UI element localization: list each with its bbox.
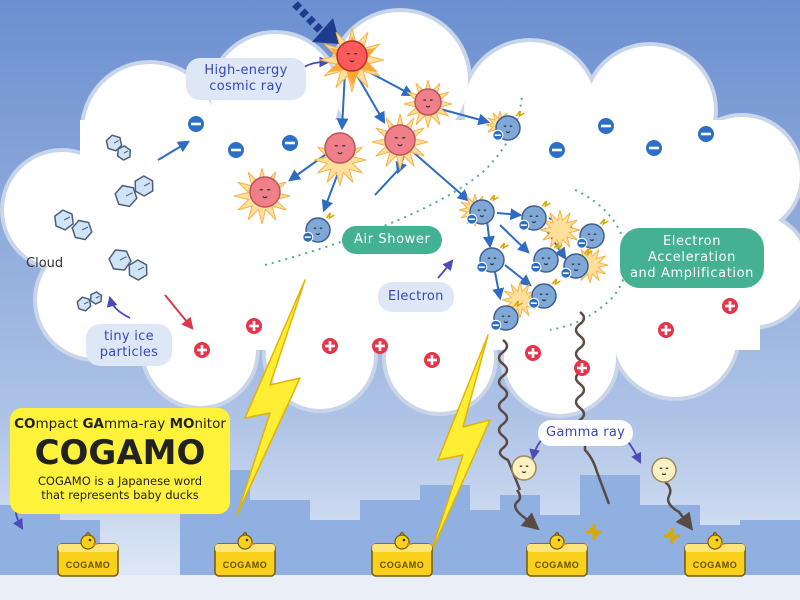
air-shower-label: Air Shower [342,226,443,254]
ice-crystal [105,134,132,161]
ice-crystal [76,291,103,312]
title-part: MO [169,416,195,432]
positive-charge [194,342,210,358]
ice-crystals [54,134,154,312]
cogamo-description-line2: that represents baby ducks [41,488,199,502]
cogamo-info-box: COmpact GAmma-ray MOnitor COGAMO COGAMO … [10,408,230,514]
detector-name: COGAMO [534,560,580,570]
positive-charge [372,338,388,354]
title-part: CO [14,416,36,432]
cloud-label: Cloud [26,256,64,271]
ice-crystal [114,175,154,208]
electron-acceleration-label: Electron Acceleration and Amplification [620,228,764,288]
incoming-ray-arrow [292,1,340,44]
cosmic-ray-label-line2: cosmic ray [209,79,283,94]
tiny-ice-label: tiny ice particles [86,324,172,366]
detector-name: COGAMO [379,560,425,570]
cogamo-detector [214,531,276,577]
gamma-ray-tail-right [664,481,694,531]
ice-crystal [54,209,93,241]
cogamo-title: COGAMO [34,433,206,473]
cogamo-full-name: COmpact GAmma-ray MOnitor [10,416,230,432]
title-part: mpact [35,416,83,432]
electron-particle [302,212,335,243]
tiny-ice-line1: tiny ice [104,329,154,344]
cogamo-detector [684,531,746,577]
charges [188,116,738,376]
electron-particle [518,200,551,231]
cosmic-ray-label-line1: High-energy [204,63,288,78]
electron-particle [528,278,561,309]
proton-particle [249,176,281,208]
positive-charge [246,318,262,334]
detectors [57,531,746,577]
positive-charge [525,345,541,361]
cosmic-ray-particle [336,40,368,72]
starburst [501,281,539,319]
positive-charge [722,298,738,314]
electron-particle [476,242,509,273]
positive-charge [658,322,674,338]
electron-particle [560,248,593,279]
gamma-photon [651,457,677,483]
cogamo-detector [526,531,588,577]
electron-acceleration-line1: Electron [662,234,722,249]
cogamo-detector [57,531,119,577]
title-part: GA [82,416,104,432]
title-part: mma-ray [104,416,170,432]
title-part: nitor [194,416,226,432]
detector-name: COGAMO [222,560,268,570]
cogamo-detector [371,531,433,577]
proton-particle [324,132,356,164]
negative-charge [188,116,204,132]
electron-particle [466,194,499,225]
electron-acceleration-line2: Acceleration [648,250,736,265]
ice-crystal [108,249,148,281]
electron-particle [576,218,609,249]
gamma-ray-label: Gamma ray [538,420,634,446]
particles [249,40,677,483]
shower-arrows [157,69,576,301]
positive-charge [322,338,338,354]
electron-label: Electron [378,282,454,312]
cosmic-ray-label: High-energy cosmic ray [186,58,306,100]
proton-particle [414,88,442,116]
cogamo-description: COGAMO is a Japanese word that represent… [10,474,230,502]
detector-name: COGAMO [692,560,738,570]
positive-charge [424,352,440,368]
cogamo-description-line1: COGAMO is a Japanese word [37,474,203,488]
gamma-sparkles [586,524,680,544]
negative-charge [598,118,614,134]
electron-particle [490,300,523,331]
proton-particle [384,124,416,156]
electron-particle [530,242,563,273]
negative-charge [228,142,244,158]
negative-charge [549,142,565,158]
red-arrow [164,294,194,330]
tiny-ice-line2: particles [99,345,159,360]
negative-charge [698,126,714,142]
electron-acceleration-line3: and Amplification [629,266,755,281]
ground [0,575,800,600]
negative-charge [646,140,662,156]
gamma-ray-tail-left [514,489,540,531]
negative-charge [282,135,298,151]
starburst [539,209,581,251]
gamma-photon [511,455,537,481]
detector-name: COGAMO [65,560,111,570]
electron-particle [492,110,525,141]
positive-charge [574,360,590,376]
